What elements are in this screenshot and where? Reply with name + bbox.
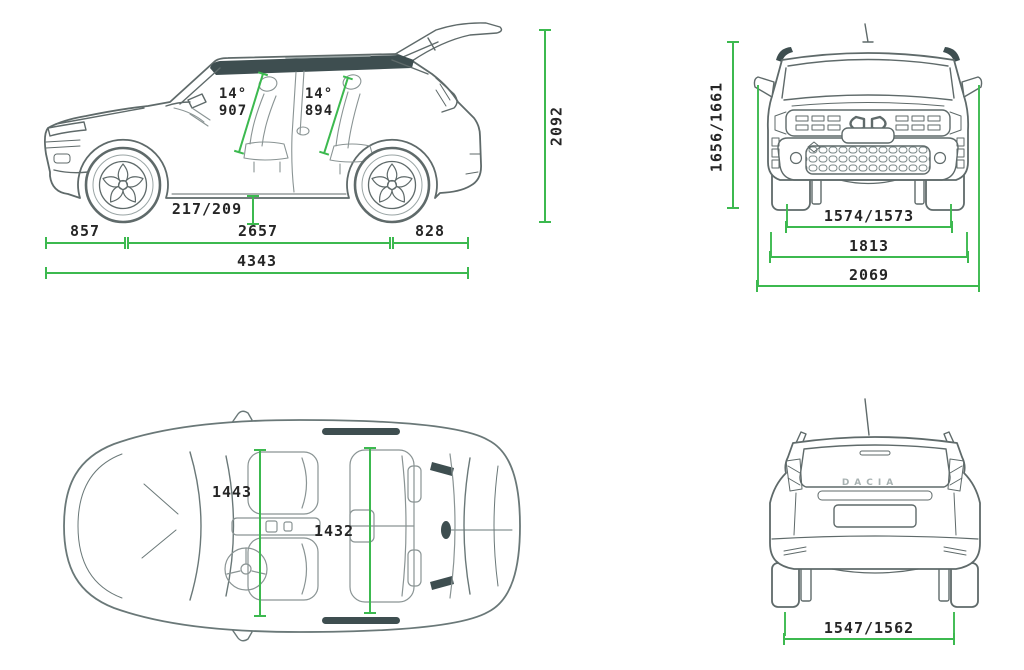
rear-overhang-label: 828 [414, 222, 446, 240]
side-view-drawing [43, 22, 503, 224]
mirror-left [753, 76, 775, 98]
center-console [231, 517, 321, 536]
dim-line-body-width [769, 251, 969, 263]
roof-rail-left [776, 47, 793, 62]
dacia-badge: DACIA [841, 478, 899, 488]
dim-line-rear-track [783, 633, 955, 645]
body-width-label: 1813 [848, 237, 890, 255]
dim-line-ground-clearance [247, 195, 259, 225]
front-seat-angle-label: 14° 907 [219, 86, 247, 120]
ext-line-body-left [770, 232, 772, 256]
roof-rail-bottom [322, 617, 400, 624]
fog-light-left [789, 151, 803, 165]
reflector-left [783, 546, 807, 556]
dim-line-rear-interior-width [364, 447, 376, 614]
mirror-right [961, 76, 983, 98]
taillight-right [947, 458, 965, 492]
rear-interior-width-label: 1432 [313, 522, 355, 540]
front-seat-angle-value: 14° [218, 86, 248, 102]
overall-height-label: 1656/1661 [707, 81, 726, 173]
rear-seat-angle-label: 14° 894 [305, 86, 333, 120]
taillight-left [785, 458, 803, 492]
front-overhang-label: 857 [69, 222, 101, 240]
lower-bumper [777, 127, 959, 185]
dim-line-front-interior-width [254, 449, 266, 617]
wheelbase-label: 2657 [237, 222, 279, 240]
fog-light-right [933, 151, 947, 165]
ext-line-mirror-left [757, 85, 759, 285]
open-tailgate [391, 22, 503, 62]
brake-light [859, 450, 891, 456]
dim-line-overall-height [727, 41, 739, 209]
tow-hook [807, 141, 821, 153]
antenna-top [441, 521, 451, 539]
car-body-rear [769, 436, 981, 570]
rear-tires [771, 562, 979, 608]
cabin-interior [173, 70, 375, 193]
rear-seat-angle-value: 14° [304, 86, 334, 102]
ground-clearance-label: 217/209 [171, 200, 243, 218]
headlight-left [774, 111, 787, 135]
dim-line-overall-length [45, 267, 469, 279]
front-view-drawing [753, 23, 983, 211]
headlight-right [949, 111, 962, 135]
reflector-right [943, 546, 967, 556]
ext-line-rear-tire-left [784, 612, 786, 636]
rear-wheel [353, 146, 431, 224]
top-view-drawing [63, 410, 521, 642]
dim-line-wheelbase [127, 237, 391, 249]
front-seat-height-value: 907 [218, 103, 248, 119]
tailgate-strut-bottom [430, 576, 454, 590]
car-body-side [43, 53, 482, 199]
ext-line-body-right [966, 232, 968, 256]
dim-line-rear-overhang [392, 237, 469, 249]
front-wheel [84, 146, 162, 224]
roof-rail-tip-left [795, 431, 807, 445]
dim-line-open-tailgate-height [539, 29, 551, 223]
license-plate [833, 504, 917, 528]
roof-rail-right [943, 47, 960, 62]
tailgate-trim [817, 490, 933, 501]
antenna [864, 398, 870, 436]
open-tailgate-height-label: 2092 [547, 105, 566, 147]
dim-line-front-overhang [45, 237, 126, 249]
roof-rail-tip-right [943, 431, 955, 445]
ext-line-tire-left [786, 204, 788, 226]
rear-view-drawing [769, 398, 981, 608]
rear-seat-height-value: 894 [304, 103, 334, 119]
front-seats [224, 451, 321, 601]
tailgate-strut-top [430, 462, 454, 476]
front-track-label: 1574/1573 [823, 207, 915, 225]
ext-line-rear-tire-right [953, 612, 955, 636]
roof-rail-top [322, 428, 400, 435]
ext-line-mirror-right [978, 85, 980, 285]
front-interior-width-label: 1443 [211, 483, 253, 501]
rear-bench [349, 449, 422, 603]
dim-line-mirror-width [756, 280, 980, 292]
overall-length-label: 4343 [236, 252, 278, 270]
ext-line-tire-right [950, 204, 952, 226]
dim-line-front-track [785, 221, 953, 233]
rear-track-label: 1547/1562 [823, 619, 915, 637]
antenna [862, 23, 874, 43]
mirror-width-label: 2069 [848, 266, 890, 284]
